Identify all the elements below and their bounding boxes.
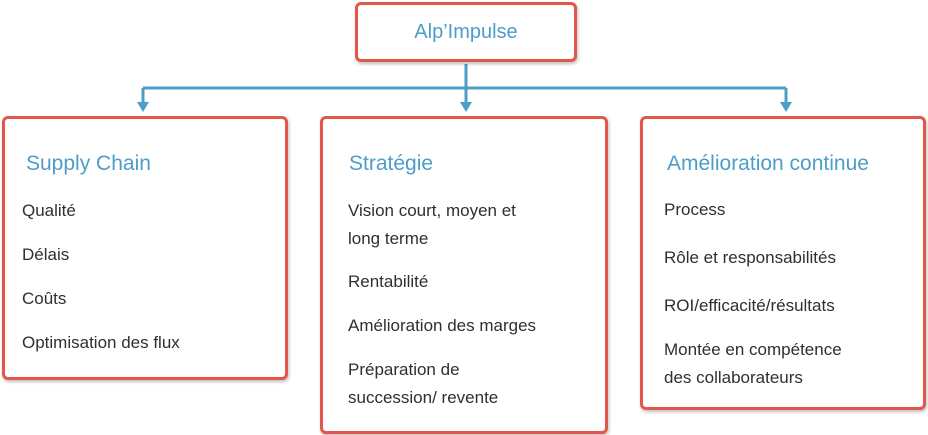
node-title-supply-chain: Supply Chain (26, 152, 151, 175)
list-item: Process (664, 200, 726, 219)
list-item: Qualité (22, 201, 76, 220)
node-supply-chain: Supply Chain Qualité Délais Coûts Optimi… (2, 116, 288, 380)
node-title-strategie: Stratégie (349, 152, 434, 175)
arrow-head-strategie (460, 102, 472, 112)
root-title: Alp’Impulse (414, 20, 518, 43)
list-item: Délais (22, 245, 70, 264)
list-item: Amélioration des marges (348, 316, 537, 335)
list-item: des collaborateurs (664, 368, 803, 387)
node-strategie: Stratégie Vision court, moyen et long te… (320, 116, 608, 434)
list-item: Préparation de (348, 360, 460, 379)
list-item: Rôle et responsabilités (664, 248, 836, 267)
list-item: Coûts (22, 289, 67, 308)
list-item: succession/ revente (348, 388, 499, 407)
arrow-head-supply-chain (137, 102, 149, 112)
list-item: Rentabilité (348, 272, 429, 291)
list-item: ROI/efficacité/résultats (664, 296, 835, 315)
list-item: Vision court, moyen et (348, 201, 516, 220)
list-item: Montée en compétence (664, 340, 842, 359)
list-item: Optimisation des flux (22, 333, 180, 352)
arrow-head-amelioration (780, 102, 792, 112)
node-title-amelioration-continue: Amélioration continue (667, 152, 869, 175)
list-item: long terme (348, 229, 429, 248)
node-amelioration-continue: Amélioration continue Process Rôle et re… (640, 116, 926, 410)
root-node: Alp’Impulse (355, 2, 577, 62)
